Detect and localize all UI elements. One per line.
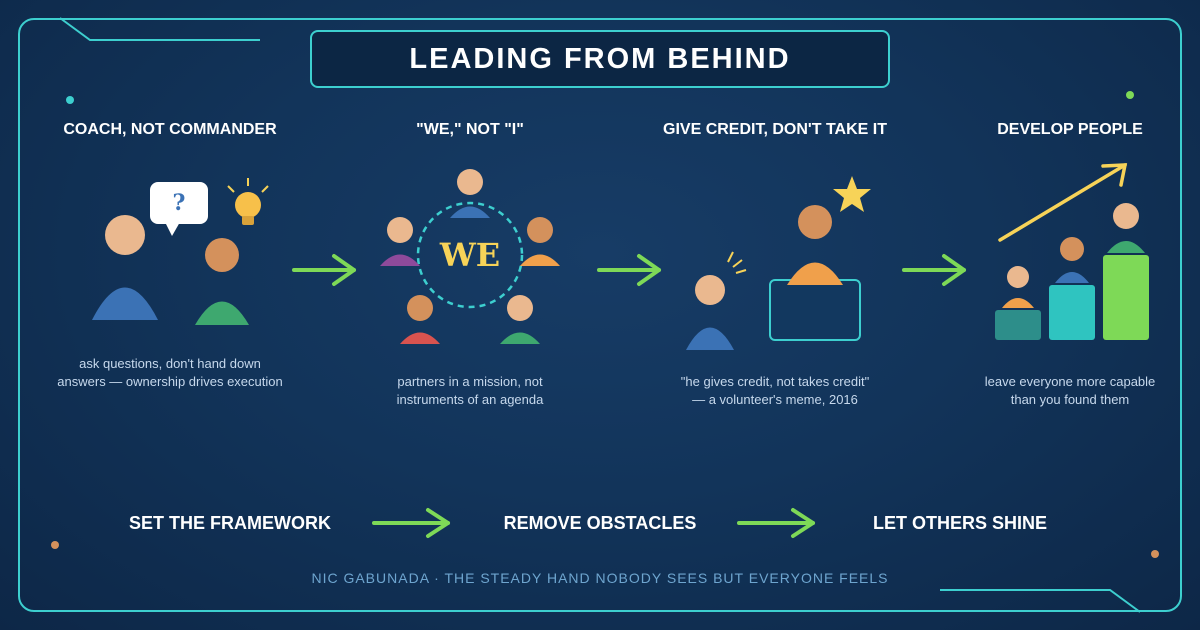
growth-bar-medium <box>1049 285 1095 340</box>
lightbulb-icon <box>227 178 269 225</box>
column-title-coach: COACH, NOT COMMANDER <box>63 121 277 138</box>
we-label: WE <box>439 236 501 274</box>
title-banner: LEADING FROM BEHIND <box>310 30 890 88</box>
person-head <box>798 205 832 239</box>
star-icon <box>833 176 871 212</box>
growth-bar-short <box>995 310 1041 340</box>
person-body <box>1107 241 1145 253</box>
person-body <box>787 262 843 285</box>
person-body <box>500 332 540 344</box>
arrow-right-icon <box>372 508 450 538</box>
person-body <box>1002 298 1034 308</box>
person-head <box>387 217 413 243</box>
arrow-right-icon <box>597 254 661 286</box>
arrow-right-icon <box>737 508 815 538</box>
caption-develop: leave everyone more capable than you fou… <box>984 374 1156 407</box>
person-body <box>686 327 734 350</box>
step-set-framework: SET THE FRAMEWORK <box>129 513 331 533</box>
person-body <box>400 332 440 344</box>
column-title-we: "WE," NOT "I" <box>416 121 524 138</box>
person-head <box>695 275 725 305</box>
page-title: LEADING FROM BEHIND <box>409 42 791 75</box>
decor-dot <box>51 541 59 549</box>
caption-credit: "he gives credit, not takes credit" — a … <box>680 374 870 407</box>
person-head <box>527 217 553 243</box>
person-body <box>92 287 158 320</box>
growth-bar-tall <box>1103 255 1149 340</box>
person-body <box>380 254 420 266</box>
decor-dot <box>1151 550 1159 558</box>
growth-arrow-icon <box>998 163 1128 242</box>
person-head <box>1060 237 1084 261</box>
footer-tagline: NIC GABUNADA · THE STEADY HAND NOBODY SE… <box>311 570 889 586</box>
column-title-develop: DEVELOP PEOPLE <box>997 121 1143 138</box>
decor-dot <box>1126 91 1134 99</box>
caption-we: partners in a mission, not instruments o… <box>396 374 544 407</box>
person-head <box>105 215 145 255</box>
caption-coach: ask questions, don't hand down answers —… <box>57 356 283 389</box>
arrow-right-icon <box>292 254 356 286</box>
person-body <box>520 254 560 266</box>
spark-lines <box>727 251 747 274</box>
person-head <box>457 169 483 195</box>
step-let-others-shine: LET OTHERS SHINE <box>872 513 1047 533</box>
question-bubble-icon <box>150 182 208 236</box>
arrow-right-icon <box>902 254 966 286</box>
dashed-ring <box>416 201 524 309</box>
person-head <box>507 295 533 321</box>
decor-dot <box>66 96 74 104</box>
person-head <box>407 295 433 321</box>
question-mark: ? <box>172 190 186 216</box>
person-body <box>195 301 249 325</box>
person-body <box>1055 272 1089 283</box>
person-body <box>450 206 490 218</box>
column-title-credit: GIVE CREDIT, DON'T TAKE IT <box>663 121 887 138</box>
outer-frame <box>18 18 1182 612</box>
person-head <box>205 238 239 272</box>
person-head <box>1007 266 1029 288</box>
step-remove-obstacles: REMOVE OBSTACLES <box>503 513 697 533</box>
person-head <box>1113 203 1139 229</box>
